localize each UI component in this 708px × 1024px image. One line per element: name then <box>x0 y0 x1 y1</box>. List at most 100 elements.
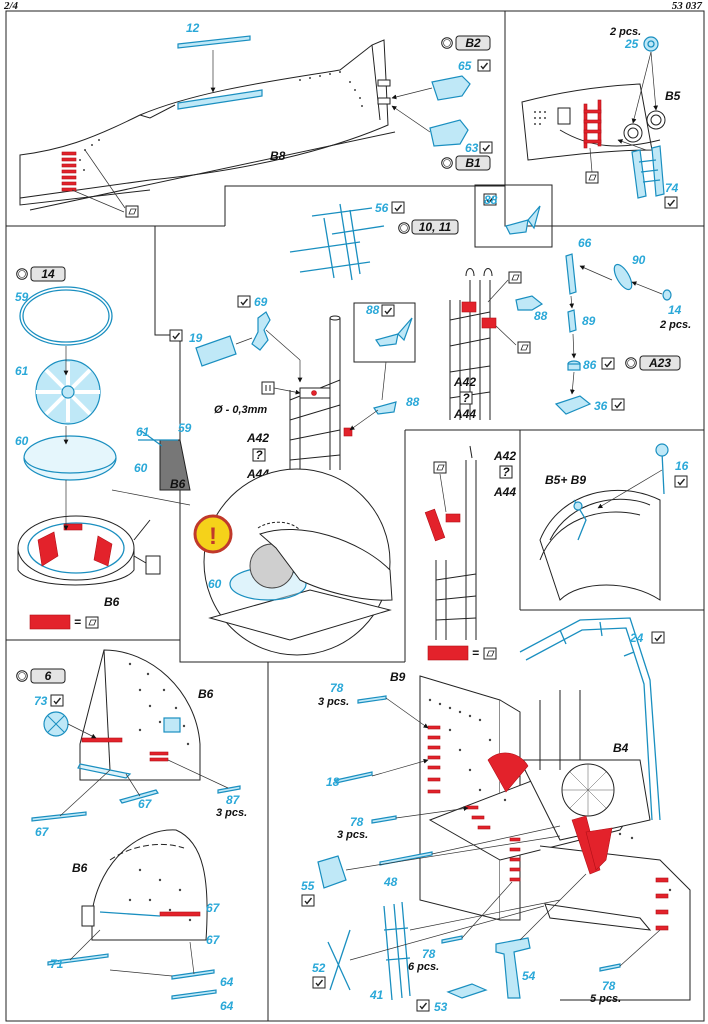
part-label: 67 <box>206 901 221 915</box>
part-label: 86 <box>583 358 597 372</box>
page-number: 2/4 <box>4 0 19 12</box>
part-label: 55 <box>301 879 315 893</box>
part-label: 61 <box>136 425 150 439</box>
check-mark-icon <box>381 304 395 317</box>
panel-frames <box>5 10 705 1022</box>
b5-b9-drawing <box>539 443 669 601</box>
part-label: 18 <box>326 775 340 789</box>
part-88-small <box>515 295 544 311</box>
ref-tag: B1 <box>465 156 481 170</box>
b6-lower-drawing <box>47 829 217 1000</box>
check-mark-icon <box>674 475 688 488</box>
part-19-tube <box>195 335 237 367</box>
part-label: 88 <box>534 309 548 323</box>
part-label: 53 <box>434 1000 448 1014</box>
part-label: 88 <box>406 395 420 409</box>
check-mark-icon <box>611 398 625 411</box>
reference-icon <box>625 357 637 369</box>
quantity-note: 2 pcs. <box>659 319 691 331</box>
part-label: 66 <box>578 236 592 250</box>
part-12-strip <box>177 35 263 110</box>
quantity-note: 3 pcs. <box>318 696 349 708</box>
reference-icon <box>441 157 453 169</box>
red-rungs <box>427 725 669 931</box>
b8-hull-drawing <box>19 39 396 211</box>
check-mark-icon <box>301 894 315 907</box>
b6-searchlight-drawing <box>17 286 161 586</box>
part-label: 24 <box>629 631 644 645</box>
part-label: 59 <box>178 421 192 435</box>
ref-tag: B2 <box>465 36 481 50</box>
paint-swatch <box>29 614 71 630</box>
ref-query: ? <box>255 448 263 462</box>
part-label: 90 <box>632 253 646 267</box>
part-67-strips <box>31 759 241 822</box>
part-label: 89 <box>582 314 596 328</box>
warning-inset: ! <box>193 468 393 656</box>
assembly-label: B6 <box>72 861 88 875</box>
part-65-shape <box>431 75 471 101</box>
quantity-note: 6 pcs. <box>408 961 439 973</box>
part-box-icon <box>508 271 522 284</box>
part-24-rail <box>519 617 661 821</box>
ref-label: A42 <box>246 431 269 445</box>
part-label: 36 <box>594 399 608 413</box>
part-box-icon <box>483 647 497 660</box>
part-56-antenna <box>289 203 385 281</box>
part-label: 74 <box>665 181 679 195</box>
part-label: 25 <box>624 37 639 51</box>
assembly-label: B5+ B9 <box>545 473 586 487</box>
part-label: 52 <box>312 961 326 975</box>
quantity-note: 2 pcs. <box>609 26 641 38</box>
check-mark-icon <box>416 999 430 1012</box>
mast-drawing-right <box>449 268 497 420</box>
part-25-disc <box>631 36 659 124</box>
part-label: 73 <box>34 694 48 708</box>
quantity-note: 3 pcs. <box>337 829 368 841</box>
quantity-note: 3 pcs. <box>216 807 247 819</box>
reference-icon <box>16 670 28 682</box>
part-63-shape <box>429 119 469 147</box>
part-label: 59 <box>15 290 29 304</box>
part-label: 88 <box>484 193 498 207</box>
diameter-note: Ø - 0,3mm <box>214 404 267 416</box>
part-box-icon <box>433 461 447 474</box>
part-74-ladder <box>617 139 665 199</box>
part-label: 78 <box>422 947 436 961</box>
check-mark-icon <box>50 694 64 707</box>
assembly-label: B9 <box>390 670 406 684</box>
reference-icon <box>398 222 410 234</box>
part-label: 64 <box>220 975 234 989</box>
check-mark-icon <box>651 631 665 644</box>
part-label: 65 <box>458 59 472 73</box>
warning-exclamation-icon: ! <box>209 523 217 550</box>
part-label: 54 <box>522 969 536 983</box>
part-label: 67 <box>206 933 221 947</box>
part-label: 61 <box>15 364 29 378</box>
part-label: 67 <box>35 825 50 839</box>
ref-label: A44 <box>493 485 516 499</box>
ref-tag: 6 <box>45 669 52 683</box>
assembly-label: B6 <box>104 595 120 609</box>
ref-tag: 14 <box>41 267 55 281</box>
assembly-label: B6 <box>198 687 214 701</box>
equals-sign: = <box>74 615 81 629</box>
ladder-red <box>61 151 77 192</box>
part-label: 16 <box>675 459 689 473</box>
part-label: 12 <box>186 21 200 35</box>
check-mark-icon <box>477 59 491 72</box>
part-box-icon <box>125 205 139 218</box>
part-label: 78 <box>330 681 344 695</box>
part-label: 60 <box>134 461 148 475</box>
part-label: 48 <box>383 875 398 889</box>
part-label: 63 <box>465 141 479 155</box>
ref-tag: A23 <box>648 356 671 370</box>
check-mark-icon <box>601 357 615 370</box>
assembly-label: B5 <box>665 89 681 103</box>
ref-tag: 10, 11 <box>419 220 452 234</box>
assembly-label: B8 <box>270 149 286 163</box>
part-label: 69 <box>254 295 268 309</box>
check-mark-icon <box>479 141 493 154</box>
product-code: 53 037 <box>671 0 702 12</box>
